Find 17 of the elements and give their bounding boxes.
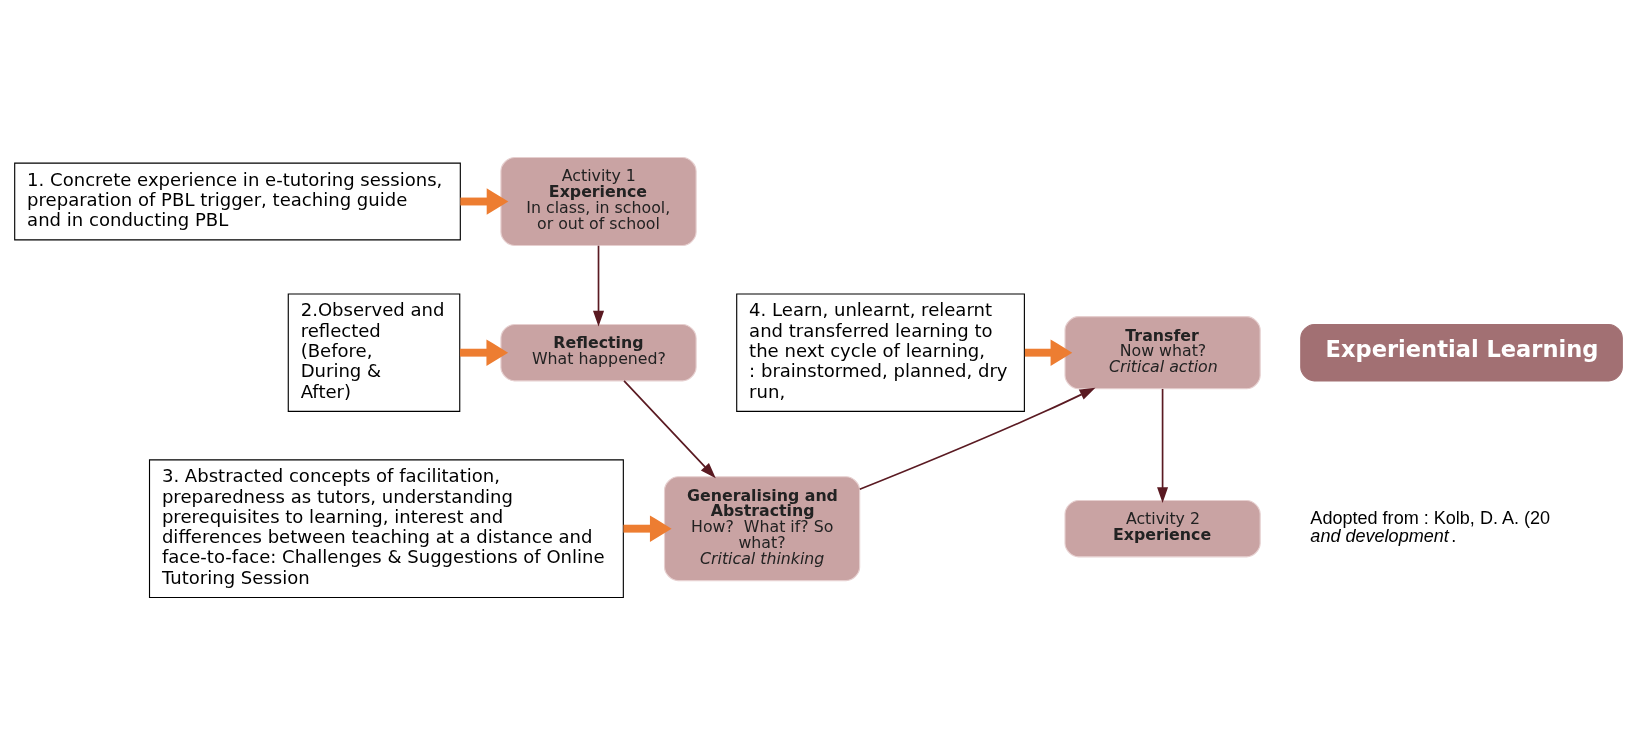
arrow [622,379,716,478]
node-box: 2.Observed and reflected (Before, During & After) [287,292,460,412]
arrow [459,187,508,215]
arrow [592,244,604,327]
node-box: Generalising and Abstracting How? What if? So what? Critical thinking [663,475,860,581]
node-box: Activity 1 Experience In class, in school, or out of school [499,156,697,246]
label: Adopted from : Kolb, D. A. (20 [1309,507,1550,528]
node-box: Activity 2 Experience [1063,499,1261,557]
node-box: 3. Abstracted concepts of facilitation, preparedness as tutors, understanding prerequisites to learning, interest and differences between teaching at a distance and face-to-face: Challenges & Suggestions of Online Tutoring Session [148,458,624,598]
node-box: 4. Learn, unlearnt, relearnt and transferred learning to the next cycle of learning, : brainstormed, planned, dry run, [735,292,1025,412]
node-box: Experiential Learning [1299,323,1623,381]
arrow [858,387,1095,490]
arrow [1156,387,1168,503]
node-box: Reflecting What happened? [499,323,697,381]
arrow [622,514,672,542]
node-box: Transfer Now what? Critical action [1063,315,1261,389]
node-box: 1. Concrete experience in e-tutoring sessions, preparation of PBL trigger, teaching guide and in conducting PBL [13,162,461,240]
